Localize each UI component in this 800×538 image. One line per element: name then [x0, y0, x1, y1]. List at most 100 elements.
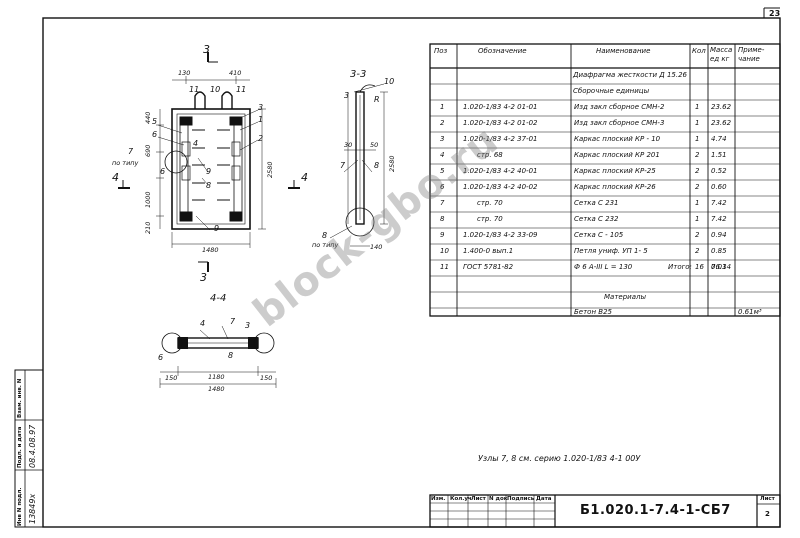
s44-label-4: 4 [200, 319, 206, 328]
plan-dim-410: 410 [229, 69, 242, 77]
spec-cell-mass: 0.60 [711, 183, 727, 191]
plan-label-8: 8 [206, 181, 212, 190]
spec-cell-pos: 2 [440, 119, 445, 127]
s33-po-tipu: по типу [312, 241, 339, 249]
s33-dim-30: 30 [344, 141, 353, 149]
section-mark-3-top: 3 [203, 43, 210, 56]
s44-label-8: 8 [228, 351, 234, 360]
plan-label-4: 4 [193, 139, 199, 148]
s33-dim-50: 50 [370, 141, 379, 149]
spec-cell-mass: 0.52 [711, 167, 727, 175]
spec-cell-pos: 6 [440, 183, 445, 191]
spec-cell-designation: 1.400-0 вып.1 [463, 247, 514, 255]
s33-label-7: 7 [340, 161, 346, 170]
side-stamp [14, 369, 44, 528]
section-mark-4-left: 4 [112, 171, 119, 184]
plan-dim-1000: 1000 [144, 191, 152, 208]
sheet-number: 23 [769, 9, 781, 18]
stamp-sheet-label: Лист [760, 496, 775, 502]
spec-cell-designation: 1.020-1/83 4-2 33-09 [463, 231, 538, 239]
stamp-data: Дата [536, 496, 552, 502]
spec-cell-designation: ГОСТ 5781-82 [463, 263, 514, 271]
s44-dim-1180: 1180 [208, 373, 225, 381]
plan-dim-440: 440 [144, 111, 152, 124]
spec-title-row: Диафрагма жесткости Д 15.26 [573, 71, 687, 79]
spec-cell-pos: 3 [440, 135, 445, 143]
plan-dim-130: 130 [178, 69, 191, 77]
spec-cell-pos: 10 [440, 247, 449, 255]
plan-label-6b: 6 [160, 167, 166, 176]
spec-cell-mass: 23.62 [711, 119, 732, 127]
spec-cell-qty: 1 [695, 215, 700, 223]
spec-cell-pos: 1 [440, 103, 445, 111]
stamp-sheet-value: 2 [765, 510, 770, 518]
s33-label-8: 8 [374, 161, 380, 170]
s33-dim-140: 140 [370, 243, 383, 251]
spec-cell-designation: 1.020-1/83 4-2 40-02 [463, 183, 538, 191]
section-3-3-view [329, 83, 388, 247]
spec-cell-qty: 1 [695, 199, 700, 207]
spec-cell-designation: 1.020-1/83 4-2 01-01 [463, 103, 538, 111]
spec-table-grid [429, 43, 781, 317]
spec-cell-qty: 2 [695, 151, 700, 159]
plan-label-6: 6 [152, 130, 158, 139]
spec-cell-name: Сетка С 231 [574, 199, 619, 207]
spec-cell-designation: стр. 68 [477, 151, 503, 159]
plan-label-9b: 9 [214, 224, 220, 233]
spec-group-materials: Материалы [604, 293, 646, 301]
spec-cell-pos: 8 [440, 215, 445, 223]
stamp-kol-uch: Кол.уч [450, 496, 472, 502]
spec-cell-name: Каркас плоский КР-25 [574, 167, 656, 175]
spec-cell-qty: 1 [695, 119, 700, 127]
spec-cell-qty: 2 [695, 167, 700, 175]
side-vzam-inv: Взам. инв. N [17, 378, 23, 418]
side-inv-value: 13849х [28, 493, 37, 524]
s44-dim-150a: 150 [165, 374, 178, 382]
spec-cell-designation: 1.020-1/83 4-2 40-01 [463, 167, 538, 175]
stamp-izm: Изм. [431, 496, 446, 502]
spec-cell-qty: 2 [695, 247, 700, 255]
spec-cell-pos: 7 [440, 199, 445, 207]
spec-header-designation: Обозначение [478, 47, 527, 55]
spec-header-qty: Кол [692, 47, 706, 55]
spec-header-note: Приме-чание [738, 46, 765, 64]
section-mark-4-right: 4 [301, 171, 308, 184]
section-3-3-title: 3-3 [350, 69, 367, 80]
spec-cell-name: Петля униф. УП 1- 5 [574, 247, 648, 255]
spec-cell-name: Сетка С 232 [574, 215, 619, 223]
plan-label-2: 2 [258, 134, 264, 143]
spec-material-note: 0.61м³ [738, 308, 762, 316]
sheet-frame [42, 17, 781, 528]
spec-cell-qty: 2 [695, 183, 700, 191]
spec-cell-mass: 1.51 [711, 151, 727, 159]
plan-view [118, 52, 300, 272]
spec-header-name: Наименование [596, 47, 651, 55]
s44-dim-1480: 1480 [208, 385, 225, 393]
spec-cell-pos: 4 [440, 151, 445, 159]
plan-label-3: 3 [258, 103, 264, 112]
s33-label-8b: 8 [322, 231, 328, 240]
spec-cell-designation: стр. 70 [477, 215, 503, 223]
spec-header-pos: Поз [434, 47, 448, 55]
spec-cell-name: Ф 6 А-III L = 130 [574, 263, 633, 271]
spec-cell-qty: 2 [695, 231, 700, 239]
stamp-list: Лист [471, 496, 486, 502]
spec-cell-designation: стр. 70 [477, 199, 503, 207]
spec-cell-qty: 16 [695, 263, 704, 271]
spec-cell-pos: 5 [440, 167, 445, 175]
spec-cell-mass: 0.85 [711, 247, 727, 255]
s44-label-3: 3 [245, 321, 251, 330]
plan-label-5: 5 [152, 117, 158, 126]
plan-label-11b: 11 [236, 85, 247, 94]
plan-dim-1480: 1480 [202, 246, 219, 254]
plan-dim-2580: 2580 [266, 161, 274, 178]
spec-header-mass: Масса ед кг [710, 46, 733, 64]
plan-dim-210: 210 [144, 221, 152, 234]
section-mark-3-bottom: 3 [200, 271, 207, 284]
section-4-4-title: 4-4 [210, 293, 227, 304]
spec-cell-pos: 11 [440, 263, 449, 271]
stamp-n-dok: N док [489, 496, 508, 502]
spec-cell-mass: 0.03 [711, 263, 727, 271]
spec-cell-designation: 1.020-1/83 4-2 01-02 [463, 119, 538, 127]
s33-label-3: 3 [344, 91, 350, 100]
